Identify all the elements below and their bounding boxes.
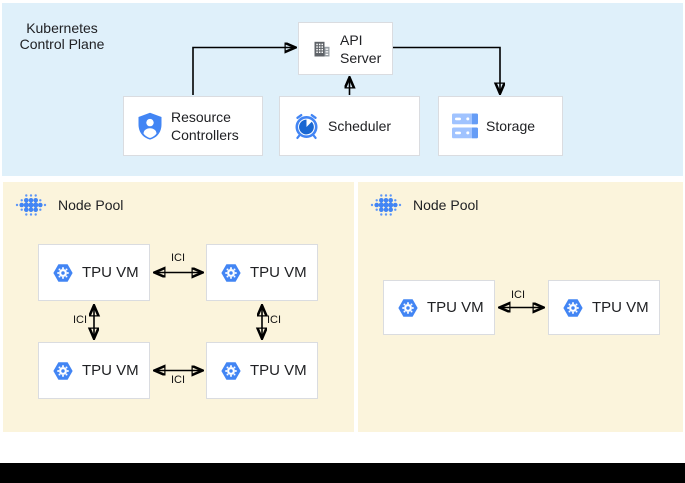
ici-label: ICI (170, 374, 186, 386)
tpu-vm-label: TPU VM (427, 298, 484, 316)
tpu-vm-box-1: TPU VM (38, 244, 150, 301)
tpu-vm-box-6: TPU VM (548, 280, 660, 335)
scheduler-box: Scheduler (279, 96, 420, 156)
node-pool-2-header: Node Pool (370, 189, 478, 221)
ici-label: ICI (72, 314, 87, 326)
tpu-vm-label: TPU VM (592, 298, 649, 316)
tpu-vm-label: TPU VM (82, 361, 139, 379)
tpu-hexagon-gear-icon (221, 263, 241, 282)
api-server-label: API Server (340, 31, 382, 66)
resource-controllers-box: Resource Controllers (123, 96, 263, 156)
ici-label: ICI (510, 289, 526, 301)
tpu-hexagon-gear-icon (221, 361, 241, 380)
storage-box: Storage (438, 96, 563, 156)
scheduler-label: Scheduler (328, 118, 392, 134)
control-plane-title: Kubernetes Control Plane (19, 20, 105, 52)
tpu-vm-box-5: TPU VM (383, 280, 495, 335)
node-pool-dots-icon (15, 194, 47, 216)
tpu-vm-box-4: TPU VM (206, 342, 318, 399)
bottom-bar (0, 463, 685, 483)
node-pool-1-header: Node Pool (15, 189, 123, 221)
node-pool-2-label: Node Pool (413, 197, 479, 213)
tpu-hexagon-gear-icon (53, 361, 73, 380)
tpu-hexagon-gear-icon (53, 263, 73, 282)
tpu-vm-label: TPU VM (250, 361, 307, 379)
alarm-clock-icon (295, 113, 318, 139)
tpu-vm-box-3: TPU VM (38, 342, 150, 399)
storage-label: Storage (486, 118, 536, 134)
tpu-vm-label: TPU VM (82, 263, 139, 281)
shield-user-icon (138, 112, 162, 140)
tpu-vm-box-2: TPU VM (206, 244, 318, 301)
api-server-box: API Server (298, 22, 393, 75)
node-pool-dots-icon (370, 194, 402, 216)
ici-label: ICI (170, 252, 186, 264)
building-icon (314, 41, 330, 56)
tpu-vm-label: TPU VM (250, 263, 307, 281)
ici-label: ICI (267, 314, 282, 326)
tpu-hexagon-gear-icon (563, 298, 583, 317)
tpu-hexagon-gear-icon (398, 298, 418, 317)
storage-disks-icon (452, 113, 478, 139)
node-pool-1-label: Node Pool (58, 197, 124, 213)
resource-controllers-label: Resource Controllers (171, 109, 239, 143)
